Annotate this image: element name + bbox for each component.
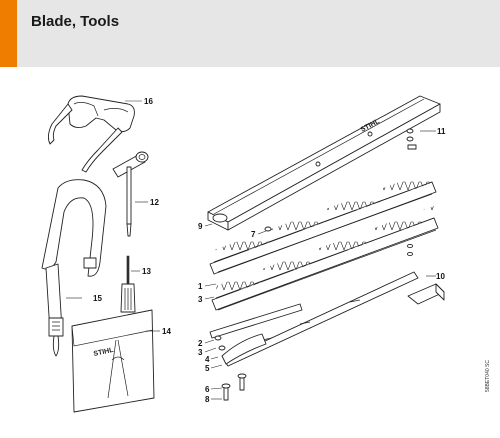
callout-3-upper: 3 [198, 295, 203, 304]
spacer-plate [209, 303, 303, 339]
screwdriver [120, 255, 136, 313]
safety-glasses [47, 95, 135, 173]
callout-11: 11 [437, 127, 446, 136]
small-parts [214, 128, 417, 401]
harness-strap [41, 179, 107, 357]
page-title: Blade, Tools [31, 13, 120, 30]
header-accent-bar [0, 0, 17, 67]
callout-15: 15 [93, 294, 102, 303]
tool-kit-bag [71, 309, 155, 413]
callout-2: 2 [198, 339, 203, 348]
brand-label-bag: STIHL [93, 347, 115, 358]
leader-lines [66, 100, 436, 400]
combination-wrench [112, 151, 149, 237]
lower-blade [211, 206, 439, 311]
upper-blade [209, 170, 437, 275]
callout-8: 8 [205, 395, 210, 404]
callout-3-lower: 3 [198, 348, 203, 357]
callout-10: 10 [436, 272, 445, 281]
callout-7: 7 [251, 230, 256, 239]
callout-13: 13 [142, 267, 151, 276]
callout-1: 1 [198, 282, 203, 291]
drawing-code: 58BET040 SC [485, 360, 491, 392]
page-header: Blade, Tools [0, 0, 500, 67]
callout-9: 9 [198, 222, 203, 231]
callout-4: 4 [205, 355, 210, 364]
blade-protector [407, 283, 445, 305]
parts-diagram: STIHL STIHL 16 11 12 9 7 13 15 1 3 14 10… [41, 95, 491, 413]
blade-guard [207, 95, 441, 231]
callout-16: 16 [144, 97, 153, 106]
callout-5: 5 [205, 364, 210, 373]
callout-14: 14 [162, 327, 171, 336]
callout-12: 12 [150, 198, 159, 207]
callout-6: 6 [205, 385, 210, 394]
